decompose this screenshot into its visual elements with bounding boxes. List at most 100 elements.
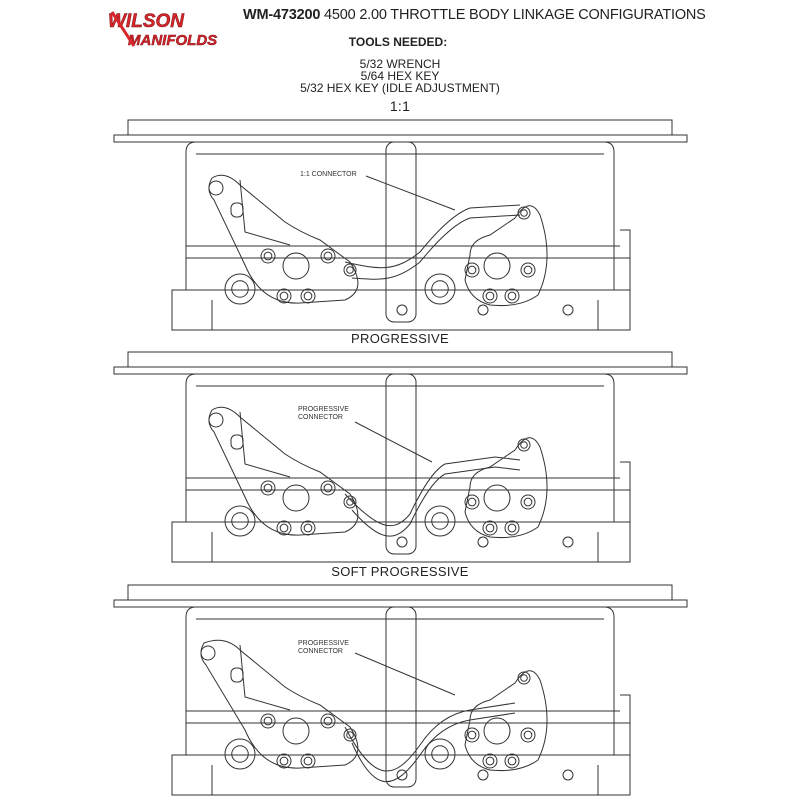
- screw: [520, 494, 536, 510]
- connector-pivot-right-inner: [520, 441, 528, 449]
- throttle-lever-left: [208, 174, 359, 304]
- config-label-soft-progressive: SOFT PROGRESSIVE: [331, 564, 469, 579]
- top-plate: [127, 351, 673, 368]
- screw: [276, 520, 292, 536]
- throttle-lever-right: [464, 437, 548, 538]
- base-hole: [396, 304, 408, 316]
- screw: [320, 480, 336, 496]
- hex-bolt-right-inner: [431, 280, 449, 298]
- screw: [276, 288, 292, 304]
- screw-inner: [507, 291, 517, 301]
- throttle-shaft-right: [483, 717, 511, 745]
- screw-inner: [507, 756, 517, 766]
- body-line: [186, 618, 630, 724]
- screw-inner: [279, 756, 289, 766]
- screw: [300, 753, 316, 769]
- base-hole: [477, 304, 489, 316]
- screw-inner: [303, 756, 313, 766]
- base-hole: [562, 769, 574, 781]
- base-hole: [396, 536, 408, 548]
- base: [171, 521, 631, 563]
- connector-label-1-1: 1:1 CONNECTOR: [300, 171, 357, 178]
- flange-plate: [113, 134, 688, 143]
- connector-pivot-left: [343, 263, 357, 277]
- base-line: [211, 229, 631, 330]
- connector-pivot-left-inner: [346, 266, 354, 274]
- screw-inner: [323, 483, 333, 493]
- document-title: WM-473200 4500 2.00 THROTTLE BODY LINKAG…: [243, 7, 706, 23]
- svg-text:WILSON: WILSON: [108, 11, 185, 32]
- connector-pivot-left-inner: [346, 731, 354, 739]
- base-hole: [477, 536, 489, 548]
- screw-inner: [467, 497, 477, 507]
- screw-inner: [485, 756, 495, 766]
- throttle-shaft-left: [282, 252, 310, 280]
- hex-bolt-left-inner: [231, 745, 249, 763]
- hex-bolt-left: [224, 738, 256, 770]
- throttle-lever-right: [464, 670, 548, 771]
- screw: [320, 248, 336, 264]
- connector-pivot-right-inner: [520, 674, 528, 682]
- connector-leader-arrow: [365, 175, 456, 211]
- lever-hole: [200, 645, 216, 661]
- screw: [260, 480, 276, 496]
- center-column: [385, 373, 417, 555]
- hex-bolt-left: [224, 273, 256, 305]
- screw-inner: [263, 716, 273, 726]
- lever-slot: [230, 434, 244, 450]
- connector-leader-arrow: [354, 421, 433, 463]
- body-line: [186, 153, 630, 259]
- connector-rod-edge: [351, 712, 516, 783]
- center-column: [385, 141, 417, 323]
- screw: [276, 753, 292, 769]
- screw: [482, 753, 498, 769]
- hex-bolt-right: [424, 505, 456, 537]
- screw-inner: [279, 291, 289, 301]
- center-column: [385, 606, 417, 788]
- screw-inner: [523, 265, 533, 275]
- connector-pivot-left: [343, 495, 357, 509]
- screw-inner: [263, 483, 273, 493]
- connector-rod: [344, 702, 516, 772]
- screw: [300, 288, 316, 304]
- screw-inner: [467, 265, 477, 275]
- lever-edge: [239, 411, 291, 478]
- throttle-lever-left: [200, 639, 359, 769]
- screw: [300, 520, 316, 536]
- screw: [260, 713, 276, 729]
- title-text: 4500 2.00 THROTTLE BODY LINKAGE CONFIGUR…: [324, 7, 706, 23]
- throttle-lever-right: [464, 205, 548, 306]
- body-outline: [185, 606, 615, 755]
- base-line: [211, 694, 631, 795]
- screw-inner: [303, 523, 313, 533]
- connector-rod-edge: [351, 466, 521, 537]
- top-plate: [127, 119, 673, 136]
- flange-plate: [113, 599, 688, 608]
- connector-pivot-right: [517, 206, 531, 220]
- screw: [504, 753, 520, 769]
- lever-slot: [230, 202, 244, 218]
- screw-inner: [485, 291, 495, 301]
- tools-heading: TOOLS NEEDED:: [348, 35, 448, 49]
- screw: [320, 713, 336, 729]
- screw-inner: [303, 291, 313, 301]
- throttle-shaft-left: [282, 484, 310, 512]
- screw: [504, 520, 520, 536]
- diagram-1-1: [113, 119, 688, 331]
- screw-inner: [323, 716, 333, 726]
- hex-bolt-right-inner: [431, 745, 449, 763]
- base: [171, 289, 631, 331]
- throttle-lever-left: [208, 406, 359, 536]
- screw-inner: [467, 730, 477, 740]
- connector-leader-arrow: [354, 652, 456, 696]
- screw: [482, 288, 498, 304]
- throttle-shaft-left: [282, 717, 310, 745]
- wilson-manifolds-logo: WILSON MANIFOLDS: [108, 11, 218, 48]
- screw-inner: [323, 251, 333, 261]
- connector-rod-edge: [351, 214, 521, 280]
- diagram-progressive: [113, 351, 688, 563]
- screw: [464, 262, 480, 278]
